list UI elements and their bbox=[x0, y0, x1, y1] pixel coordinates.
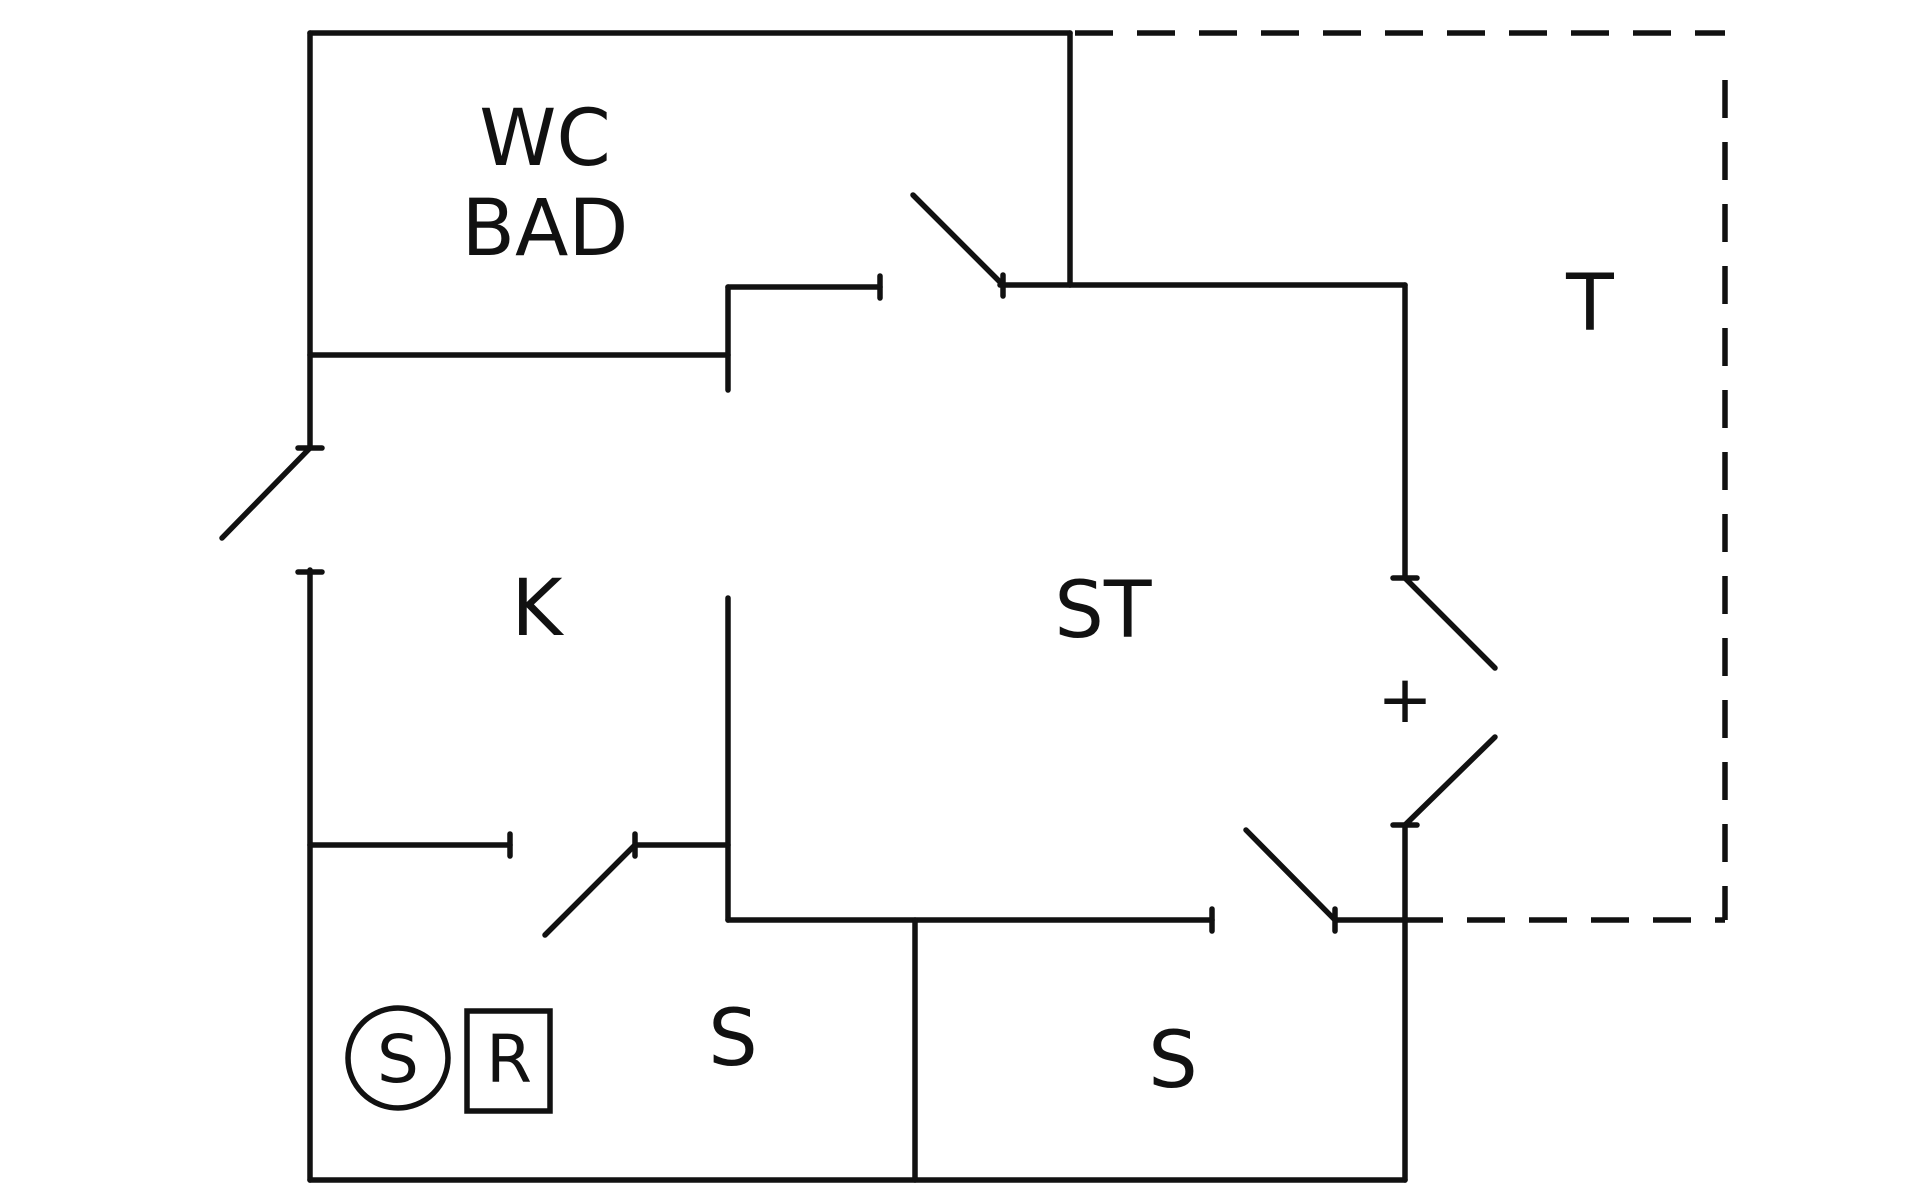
walls bbox=[295, 30, 1420, 1183]
circle-symbol-icon bbox=[345, 1005, 451, 1111]
door-terrace-lower bbox=[1402, 734, 1498, 828]
bedroom-left-label: S bbox=[708, 994, 758, 1084]
wc-label: WC bbox=[479, 94, 611, 184]
cross-symbol: + bbox=[1377, 661, 1432, 738]
doors bbox=[219, 192, 1498, 938]
kitchen-label: K bbox=[511, 564, 564, 654]
terrace-label: T bbox=[1565, 259, 1614, 349]
door-entrance bbox=[219, 445, 313, 541]
square-symbol-icon bbox=[464, 1008, 553, 1114]
living-label: ST bbox=[1054, 566, 1152, 656]
door-bedroom-right bbox=[1243, 827, 1338, 923]
door-terrace-upper bbox=[1402, 575, 1498, 671]
bedroom-right-label: S bbox=[1148, 1016, 1198, 1106]
room-labels: WC BAD K ST T S S bbox=[462, 94, 1615, 1106]
square-symbol-label: R bbox=[486, 1021, 532, 1098]
circle-symbol-label: S bbox=[377, 1021, 419, 1098]
bad-label: BAD bbox=[462, 184, 629, 274]
door-bedroom-left bbox=[542, 842, 638, 938]
symbols: S R + bbox=[345, 661, 1433, 1114]
terrace-outline bbox=[1075, 30, 1728, 923]
door-wc bbox=[910, 192, 1006, 288]
